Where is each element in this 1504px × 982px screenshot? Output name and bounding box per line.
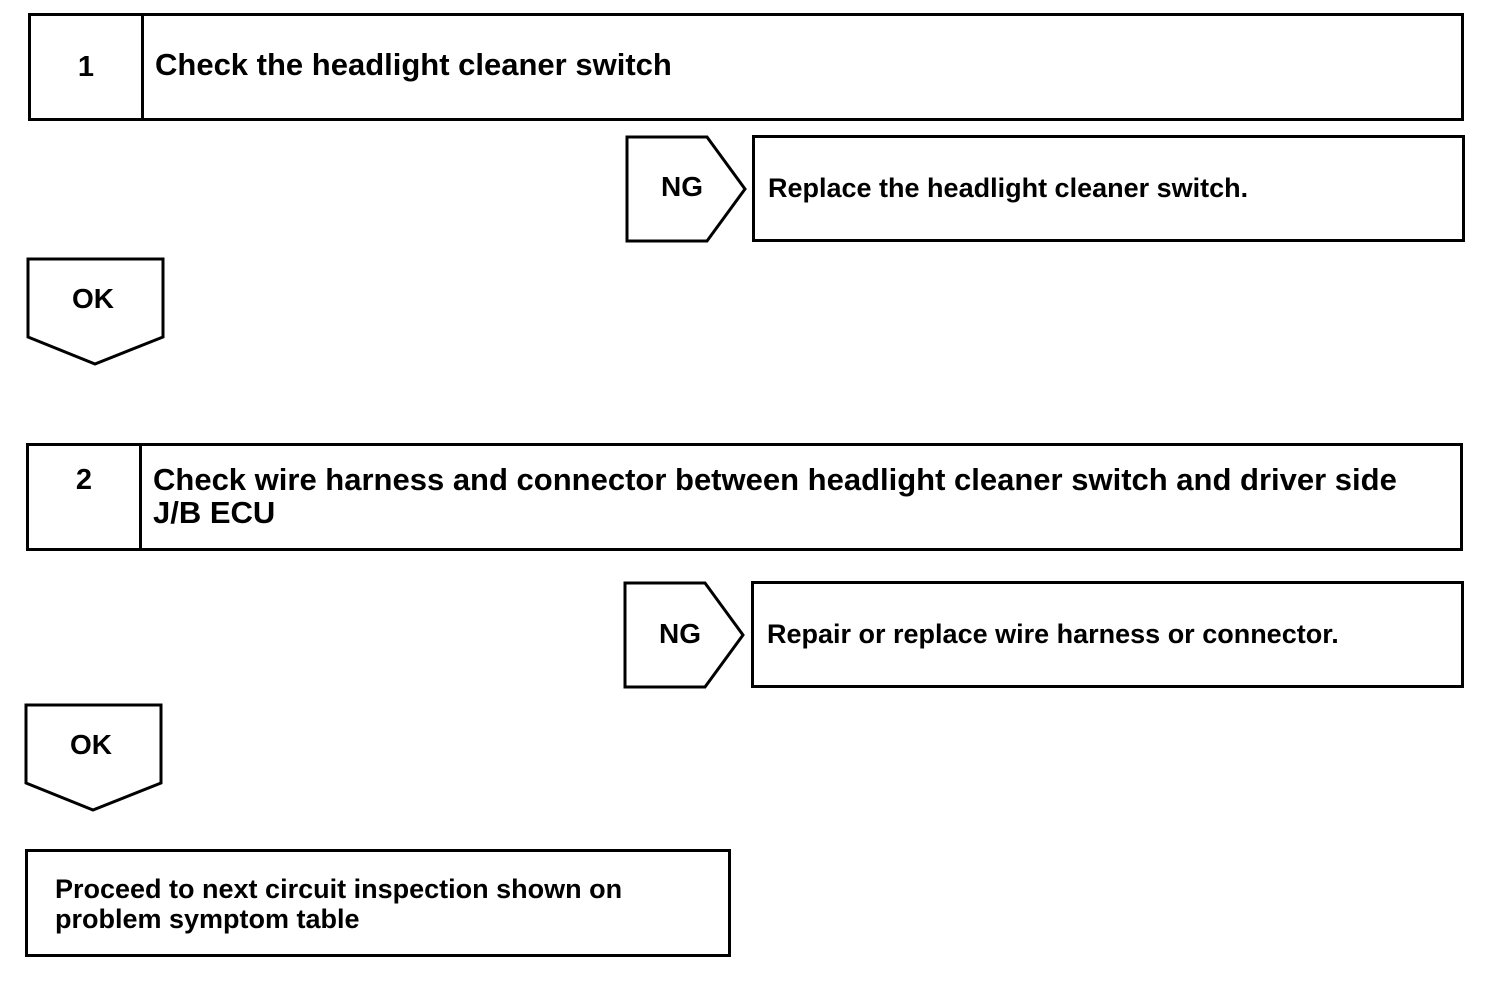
step-1-number: 1 xyxy=(31,16,144,118)
step-2-text: Check wire harness and connector between… xyxy=(153,462,1397,530)
step-2-ok-arrow xyxy=(24,703,163,812)
final-action-text: Proceed to next circuit inspection shown… xyxy=(55,874,623,934)
step-2-number: 2 xyxy=(29,446,142,548)
step-2-ok-label: OK xyxy=(70,729,112,760)
step-2-ng-action-text: Repair or replace wire harness or connec… xyxy=(767,619,1339,649)
step-2-ng-label: NG xyxy=(659,618,701,649)
step-1-ng-action-box: Replace the headlight cleaner switch. xyxy=(752,135,1465,242)
step-1-box: 1 Check the headlight cleaner switch xyxy=(28,13,1464,121)
final-action-box: Proceed to next circuit inspection shown… xyxy=(25,849,731,957)
step-1-ok-arrow xyxy=(26,257,165,366)
step-1-text: Check the headlight cleaner switch xyxy=(155,47,672,82)
step-1-ng-arrow xyxy=(625,135,747,243)
step-1-ok-label: OK xyxy=(72,283,114,314)
step-2-ng-action-box: Repair or replace wire harness or connec… xyxy=(751,581,1464,688)
step-1-ng-label: NG xyxy=(661,171,703,202)
step-2-ng-arrow xyxy=(623,581,745,689)
step-2-box: 2 Check wire harness and connector betwe… xyxy=(26,443,1463,551)
step-1-ng-action-text: Replace the headlight cleaner switch. xyxy=(768,173,1249,203)
